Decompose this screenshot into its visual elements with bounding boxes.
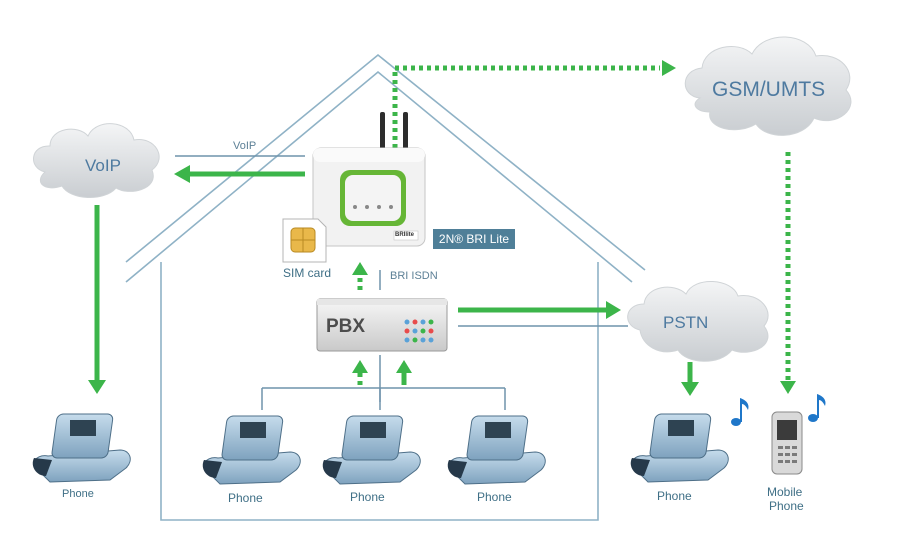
voip-link-label: VoIP (233, 140, 257, 152)
gateway-logo: BRIlite (395, 232, 415, 238)
phone-internal-1 (202, 415, 301, 485)
phone-voip-label: Phone (62, 488, 94, 500)
gsm-cloud-label: GSM/UMTS (712, 78, 826, 101)
pstn-cloud-label: PSTN (663, 313, 709, 332)
phone-internal-1-label: Phone (228, 491, 263, 505)
phone-pstn-label: Phone (657, 489, 692, 503)
pstn-cloud (627, 281, 769, 362)
voip-cloud-label: VoIP (85, 156, 121, 175)
sim-card-label: SIM card (283, 266, 332, 280)
mobile-phone-label-line1: Mobile (767, 485, 803, 499)
phone-pstn (630, 413, 729, 483)
voip-cloud (33, 123, 160, 199)
gateway-name-badge: 2N® BRI Lite (433, 229, 515, 249)
pbx-label: PBX (326, 316, 366, 337)
music-note-icon (731, 398, 749, 426)
sim-card (282, 218, 327, 263)
mobile-phone-icon (771, 411, 803, 475)
phone-internal-3-label: Phone (477, 490, 512, 504)
phone-voip (32, 413, 131, 483)
gsm-umts-cloud (684, 36, 852, 136)
bri-isdn-label: BRI ISDN (390, 270, 438, 282)
pbx-leds (404, 319, 434, 343)
phone-internal-2 (322, 415, 421, 485)
blue-link-lines (175, 155, 628, 410)
pbx-device (316, 298, 448, 352)
phone-internal-3 (447, 415, 546, 485)
gateway-device (312, 112, 426, 247)
green-dotted-arrows (357, 65, 791, 385)
mobile-phone-label-line2: Phone (769, 499, 804, 513)
house-outline (125, 53, 646, 521)
music-note-icon (808, 394, 826, 422)
green-solid-arrows (88, 165, 699, 396)
dotted-arrowheads (352, 60, 796, 394)
phone-internal-2-label: Phone (350, 490, 385, 504)
